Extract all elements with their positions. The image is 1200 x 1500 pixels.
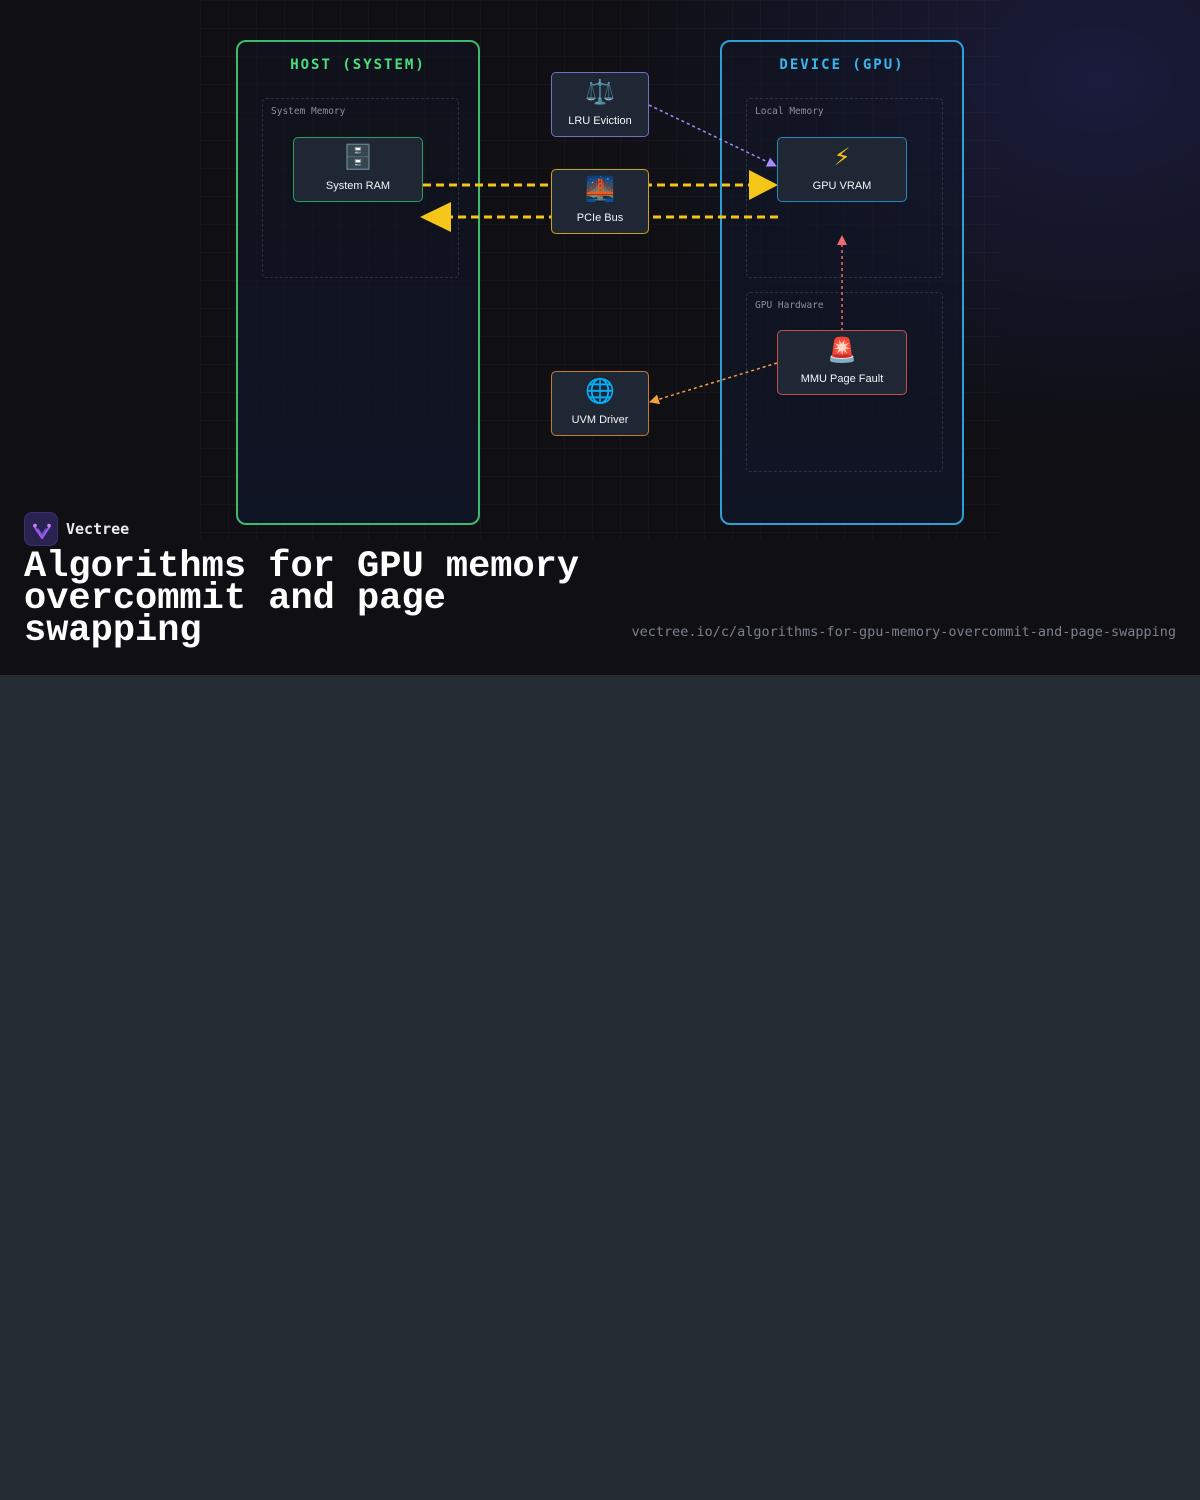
- node-lru-eviction-label: LRU Eviction: [568, 115, 632, 127]
- gpu-hardware-group: GPU Hardware: [746, 292, 943, 472]
- siren-icon: 🚨: [827, 336, 857, 364]
- device-region-title: DEVICE (GPU): [779, 57, 905, 73]
- balance-scale-icon: ⚖️: [585, 78, 615, 106]
- globe-icon: 🌐: [585, 377, 615, 405]
- node-system-ram[interactable]: 🗄️ System RAM: [293, 137, 423, 202]
- hero-card: HOST (SYSTEM) System Memory DEVICE (GPU)…: [0, 0, 1200, 675]
- arrowhead-ram-to-vram: [749, 170, 778, 200]
- vectree-logo-icon: [24, 512, 58, 546]
- node-pcie-bus-label: PCIe Bus: [576, 212, 624, 224]
- node-system-ram-label: System RAM: [325, 180, 391, 192]
- page-title: Algorithms for GPU memory overcommit and…: [24, 546, 580, 652]
- node-gpu-vram-label: GPU VRAM: [812, 180, 872, 192]
- node-lru-eviction[interactable]: ⚖️ LRU Eviction: [551, 72, 649, 137]
- node-pcie-bus[interactable]: 🌉 PCIe Bus: [551, 169, 649, 234]
- file-cabinet-icon: 🗄️: [343, 143, 373, 171]
- brand-name: Vectree: [66, 520, 130, 538]
- host-region: HOST (SYSTEM) System Memory: [236, 40, 480, 525]
- edge-fault-to-uvm: [649, 362, 778, 405]
- host-region-title: HOST (SYSTEM): [290, 57, 426, 73]
- local-memory-group: Local Memory: [746, 98, 943, 278]
- node-gpu-vram[interactable]: ⚡ GPU VRAM: [777, 137, 907, 202]
- node-mmu-page-fault[interactable]: 🚨 MMU Page Fault: [777, 330, 907, 395]
- node-uvm-driver-label: UVM Driver: [571, 414, 629, 426]
- system-memory-label: System Memory: [271, 106, 346, 117]
- edge-lru-to-vram: [648, 104, 777, 167]
- bridge-icon: 🌉: [585, 175, 615, 203]
- node-mmu-page-fault-label: MMU Page Fault: [800, 373, 884, 385]
- page-url[interactable]: vectree.io/c/algorithms-for-gpu-memory-o…: [631, 624, 1176, 640]
- brand[interactable]: Vectree: [24, 512, 284, 546]
- lightning-icon: ⚡: [833, 143, 851, 171]
- arrowhead-vram-to-ram: [420, 202, 451, 232]
- gpu-hardware-label: GPU Hardware: [755, 300, 824, 311]
- node-uvm-driver[interactable]: 🌐 UVM Driver: [551, 371, 649, 436]
- system-memory-group: System Memory: [262, 98, 459, 278]
- local-memory-label: Local Memory: [755, 106, 824, 117]
